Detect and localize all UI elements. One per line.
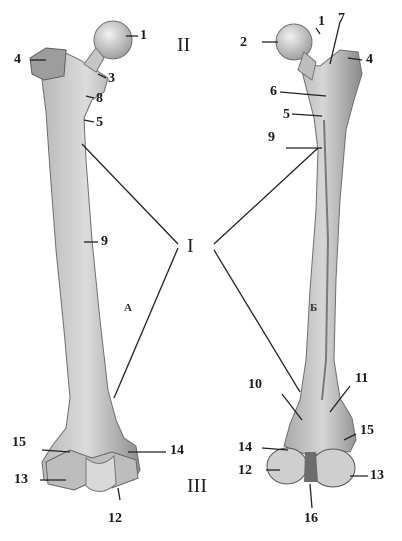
right-medial-condyle — [267, 448, 307, 484]
left-label-5: 5 — [96, 116, 103, 130]
left-femur-body — [42, 52, 140, 486]
right-label-9: 9 — [268, 131, 275, 145]
label-view-B: Б — [310, 303, 317, 314]
right-femur — [267, 24, 362, 487]
right-label-7: 7 — [338, 12, 345, 26]
right-label-5: 5 — [283, 108, 290, 122]
right-intercondylar-fossa — [304, 452, 318, 482]
left-femur — [30, 21, 140, 492]
right-label-6: 6 — [270, 85, 277, 99]
right-label-1: 1 — [318, 15, 325, 29]
right-label-10: 10 — [248, 378, 262, 392]
left-label-1: 1 — [140, 29, 147, 43]
right-label-2: 2 — [240, 36, 247, 50]
left-label-4: 4 — [14, 53, 21, 67]
label-region-III: III — [187, 476, 207, 496]
left-label-9: 9 — [101, 235, 108, 249]
left-label-15: 15 — [12, 436, 26, 450]
left-label-12: 12 — [108, 512, 122, 526]
right-label-15: 15 — [360, 424, 374, 438]
label-view-A: А — [124, 303, 132, 314]
right-label-4: 4 — [366, 53, 373, 67]
label-region-II: II — [177, 35, 190, 55]
left-label-13: 13 — [14, 473, 28, 487]
right-label-12: 12 — [238, 464, 252, 478]
right-label-11: 11 — [355, 372, 368, 386]
left-label-8: 8 — [96, 92, 103, 106]
right-label-13: 13 — [370, 469, 384, 483]
left-greater-trochanter — [30, 48, 66, 80]
right-label-14: 14 — [238, 441, 252, 455]
left-label-3: 3 — [108, 72, 115, 86]
label-region-I: I — [187, 236, 194, 256]
left-label-14: 14 — [170, 444, 184, 458]
right-label-16: 16 — [304, 512, 318, 526]
